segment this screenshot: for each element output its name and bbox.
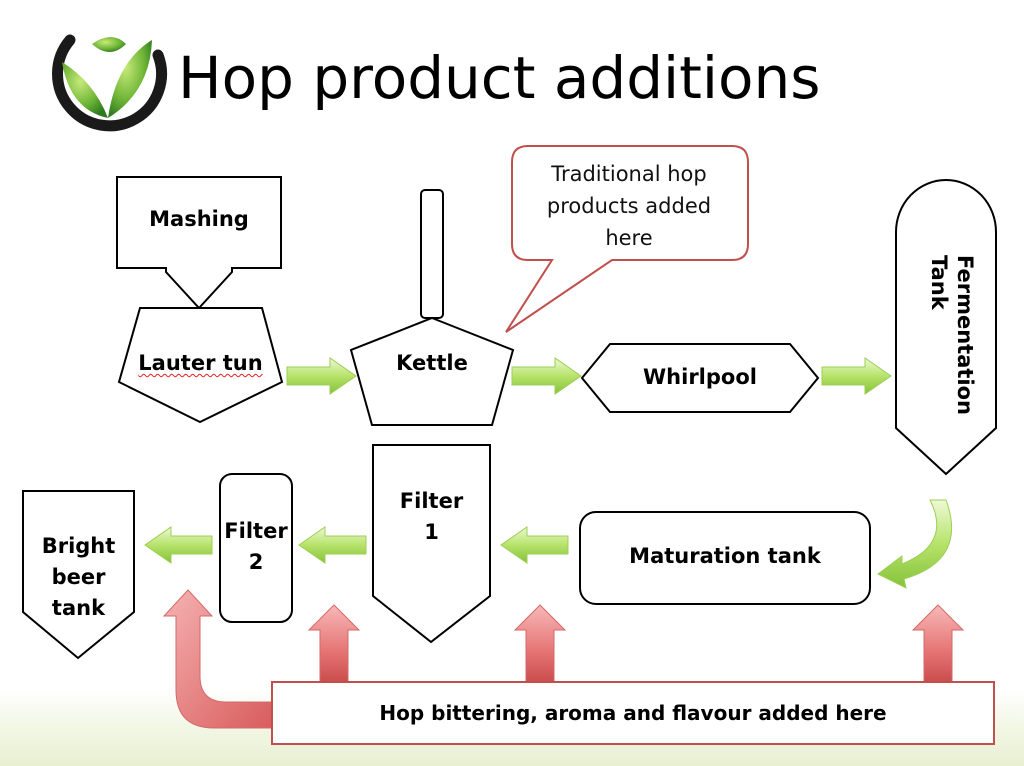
- red-arrow-to-bright-tank: [162, 589, 275, 729]
- filter-1-line1: Filter: [399, 489, 464, 513]
- whirlpool-label: Whirlpool: [643, 365, 757, 389]
- whirlpool-shape: [580, 343, 820, 413]
- lauter-tun-text: Lauter tun: [138, 351, 263, 375]
- callout-line2: products added: [546, 194, 712, 218]
- red-arrow-to-maturation: [911, 604, 965, 685]
- arrow-filter1-to-filter2: [298, 526, 367, 564]
- callout-bubble: [505, 145, 749, 333]
- arrow-lauter-to-kettle: [286, 357, 357, 395]
- filter-2-line1: Filter: [224, 519, 288, 543]
- banner-text: Hop bittering, aroma and flavour added h…: [379, 701, 887, 725]
- arrow-whirlpool-to-fermentation: [821, 357, 892, 395]
- kettle-chimney: [420, 189, 444, 319]
- arrow-maturation-to-filter1: [500, 526, 569, 564]
- fermentation-label-line1: Fermentation: [953, 255, 977, 415]
- mashing-label: Mashing: [149, 207, 249, 231]
- kettle-shape: [349, 316, 515, 426]
- fermentation-tank-shape: [895, 179, 997, 476]
- logo-icon: [52, 34, 167, 132]
- maturation-tank-label: Maturation tank: [629, 544, 821, 568]
- filter-1-shape: [372, 444, 491, 644]
- callout-line1: Traditional hop: [551, 162, 707, 186]
- bright-line2: beer: [51, 565, 106, 589]
- filter-2-line2: 2: [248, 550, 264, 574]
- kettle-label: Kettle: [396, 351, 468, 375]
- red-arrow-to-filter1: [513, 604, 567, 685]
- red-arrow-to-filter2: [307, 604, 361, 685]
- arrow-fermentation-to-maturation: [877, 499, 953, 589]
- bright-line3: tank: [51, 596, 106, 620]
- bright-line1: Bright: [41, 534, 116, 558]
- fermentation-label-line2: Tank: [927, 255, 951, 310]
- arrow-filter2-to-bright: [144, 526, 213, 564]
- filter-2-label: Filter 2: [220, 516, 292, 578]
- bright-beer-tank-shape: [22, 490, 135, 660]
- arrow-kettle-to-whirlpool: [511, 357, 582, 395]
- banner-box: [271, 681, 995, 745]
- filter-2-shape: [219, 473, 293, 623]
- lauter-tun-shape: [117, 307, 284, 424]
- lauter-tun-label: Lauter tun: [119, 348, 282, 379]
- callout-text: Traditional hop products added here: [520, 158, 738, 254]
- fermentation-tank-label: Fermentation Tank: [910, 255, 990, 415]
- filter-1-label: Filter 1: [373, 486, 490, 548]
- callout-line3: here: [605, 226, 653, 250]
- slide-title: Hop product additions: [178, 44, 821, 112]
- bright-beer-tank-label: Bright beer tank: [23, 531, 134, 624]
- mashing-shape: [116, 176, 282, 310]
- filter-1-line2: 1: [424, 520, 439, 544]
- maturation-tank-shape: [579, 511, 871, 605]
